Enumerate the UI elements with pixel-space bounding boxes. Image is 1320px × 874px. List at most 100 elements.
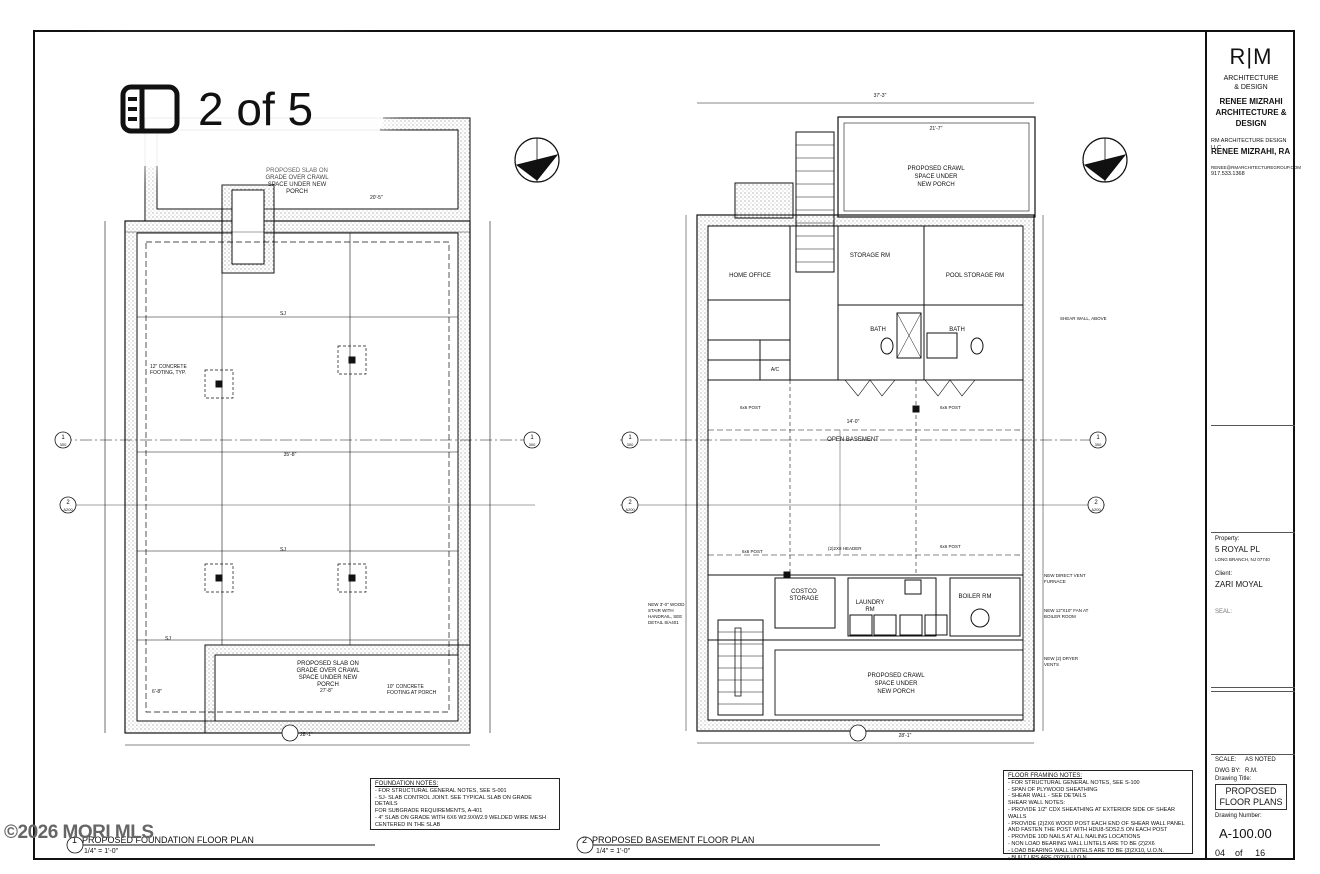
foundation-note: CENTERED IN THE SLAB [375, 821, 441, 828]
svg-text:SJ: SJ [280, 547, 286, 553]
svg-text:300: 300 [627, 442, 634, 447]
svg-text:10" CONCRETE: 10" CONCRETE [387, 684, 424, 690]
drawing-title-label: Drawing Title: [1215, 776, 1252, 782]
svg-text:A200: A200 [625, 507, 635, 512]
svg-text:1: 1 [628, 435, 632, 441]
svg-text:PROPOSED CRAWL: PROPOSED CRAWL [867, 673, 925, 679]
svg-text:SHEAR WALL, ABOVE: SHEAR WALL, ABOVE [1060, 316, 1107, 321]
svg-text:(2)2X8 HEADER: (2)2X8 HEADER [828, 546, 862, 551]
framing-note: - SPAN OF PLYWOOD SHEATHING [1008, 786, 1098, 793]
drawing-number-label: Drawing Number: [1215, 813, 1262, 819]
drawing-title-line-1: PROPOSED [1225, 786, 1277, 796]
plan1-title: 1 PROPOSED FOUNDATION FLOOR PLAN [72, 835, 254, 845]
svg-text:VENTS: VENTS [1044, 662, 1059, 667]
logo-sub-2: & DESIGN [1234, 84, 1268, 91]
framing-note: - NON LOAD BEARING WALL LINTELS ARE TO B… [1008, 840, 1155, 847]
svg-text:POOL STORAGE RM: POOL STORAGE RM [946, 273, 1004, 279]
scale-value: AS NOTED [1245, 757, 1276, 763]
svg-text:GRADE OVER CRAWL: GRADE OVER CRAWL [296, 668, 360, 674]
svg-text:28'-1": 28'-1" [300, 732, 313, 738]
client-label: Client: [1215, 571, 1233, 577]
svg-text:6x6 POST: 6x6 POST [742, 549, 763, 554]
drawing-sheet-border [33, 30, 1295, 860]
sheet-count: 04 of 16 [1215, 848, 1265, 858]
section-mark-1: 1 [61, 435, 65, 441]
svg-text:35'-8": 35'-8" [284, 452, 297, 458]
framing-notes-title: FLOOR FRAMING NOTES: [1008, 773, 1083, 779]
svg-text:PROPOSED CRAWL: PROPOSED CRAWL [907, 166, 965, 172]
property-address: 5 ROYAL PL [1215, 545, 1260, 554]
svg-text:GRADE OVER CRAWL: GRADE OVER CRAWL [265, 175, 329, 181]
framing-note: - PROVIDE (2)2X6 WOOD POST EACH END OF S… [1008, 820, 1185, 827]
svg-text:NEW 3'-0" WOOD: NEW 3'-0" WOOD [648, 602, 685, 607]
gallery-counter-badge[interactable]: 2 of 5 [62, 52, 384, 166]
title-block: R|M ARCHITECTURE & DESIGN RENEE MIZRAHI … [1205, 30, 1301, 860]
svg-text:NEW 12"X10" FAN AT: NEW 12"X10" FAN AT [1044, 608, 1089, 613]
framing-note: AND FASTEN THE POST WITH HDU8-SDS2.5 ON … [1008, 827, 1168, 834]
svg-text:SJ: SJ [280, 311, 286, 317]
plan1-scale: 1/4" = 1'-0" [84, 848, 119, 855]
plan2-number: 2 [582, 835, 588, 845]
sheet-number: 04 [1215, 848, 1226, 858]
svg-text:NEW (2) DRYER: NEW (2) DRYER [1044, 656, 1079, 661]
svg-text:6x6 POST: 6x6 POST [740, 405, 761, 410]
svg-text:1: 1 [1096, 435, 1100, 441]
svg-text:A200: A200 [1091, 507, 1101, 512]
framing-note: - PROVIDE 1/2" CDX SHEATHING AT EXTERIOR… [1008, 806, 1175, 820]
svg-text:COSTCO: COSTCO [791, 589, 817, 595]
divider [1211, 532, 1295, 533]
svg-text:OPEN BASEMENT: OPEN BASEMENT [827, 437, 879, 443]
foundation-plan [60, 117, 560, 746]
plan1-title-text: PROPOSED FOUNDATION FLOOR PLAN [82, 835, 254, 845]
dwg-by-value: R.M. [1245, 768, 1258, 774]
svg-text:21'-7": 21'-7" [930, 126, 943, 132]
svg-text:12" CONCRETE: 12" CONCRETE [150, 364, 187, 370]
svg-text:BATH: BATH [870, 327, 886, 333]
svg-text:STORAGE: STORAGE [789, 596, 818, 602]
svg-text:NEW DIRECT VENT: NEW DIRECT VENT [1044, 573, 1086, 578]
property-city: LONG BRANCH, NJ 07740 [1215, 557, 1270, 562]
scale-label: SCALE: [1215, 757, 1237, 763]
svg-text:BOILER ROOM: BOILER ROOM [1044, 614, 1076, 619]
svg-text:STAIR WITH: STAIR WITH [648, 608, 674, 613]
svg-text:NEW PORCH: NEW PORCH [877, 689, 914, 695]
svg-text:37'-3": 37'-3" [874, 93, 887, 99]
sheet-total: 16 [1255, 848, 1266, 858]
architect-name: RENEE MIZRAHI, RA [1211, 147, 1291, 156]
framing-notes: FLOOR FRAMING NOTES: - FOR STRUCTURAL GE… [1003, 770, 1193, 861]
gallery-icon [120, 84, 180, 134]
plan2-title-text: PROPOSED BASEMENT FLOOR PLAN [592, 835, 755, 845]
svg-text:14'-0": 14'-0" [847, 419, 860, 425]
framing-note: - LOAD BEARING WALL LINTELS ARE TO BE (3… [1008, 847, 1164, 854]
framing-note: - SHEAR WALL - SEE DETAILS [1008, 793, 1087, 800]
seal-label: SEAL: [1215, 609, 1233, 615]
svg-text:2: 2 [66, 500, 70, 506]
foundation-note: - SJ- SLAB CONTROL JOINT. SEE TYPICAL SL… [375, 794, 532, 808]
svg-text:300: 300 [60, 442, 67, 447]
svg-text:HANDRAIL, SEE: HANDRAIL, SEE [648, 614, 682, 619]
framing-note: SHEAR WALL NOTES: [1008, 800, 1066, 807]
gallery-counter-text: 2 of 5 [198, 83, 314, 135]
svg-text:1: 1 [530, 435, 534, 441]
svg-text:300: 300 [529, 442, 536, 447]
divider [1211, 687, 1295, 688]
svg-text:NEW PORCH: NEW PORCH [917, 182, 954, 188]
svg-text:2: 2 [1094, 500, 1098, 506]
property-label: Property: [1215, 536, 1240, 542]
dwg-by-label: DWG BY: [1215, 768, 1241, 774]
porch-top-label: PROPOSED SLAB ON [266, 168, 328, 174]
svg-text:RM: RM [865, 607, 874, 613]
svg-text:FOOTING, TYP.: FOOTING, TYP. [150, 370, 186, 376]
svg-text:6x6 POST: 6x6 POST [940, 544, 961, 549]
foundation-notes: FOUNDATION NOTES: - FOR STRUCTURAL GENER… [370, 778, 560, 830]
svg-text:STORAGE RM: STORAGE RM [850, 253, 890, 259]
svg-text:PORCH: PORCH [317, 682, 339, 688]
firm-name-2: ARCHITECTURE & [1215, 108, 1287, 117]
svg-text:HOME OFFICE: HOME OFFICE [729, 273, 771, 279]
svg-text:LAUNDRY: LAUNDRY [856, 600, 885, 606]
firm-phone: 917.533.1368 [1211, 171, 1245, 177]
svg-text:20'-5": 20'-5" [370, 195, 383, 201]
svg-text:SJ: SJ [165, 636, 171, 642]
foundation-note: FOR SUBGRADE REQUIREMENTS, A-401 [375, 808, 483, 815]
svg-text:DETAIL 8/A401: DETAIL 8/A401 [648, 620, 679, 625]
